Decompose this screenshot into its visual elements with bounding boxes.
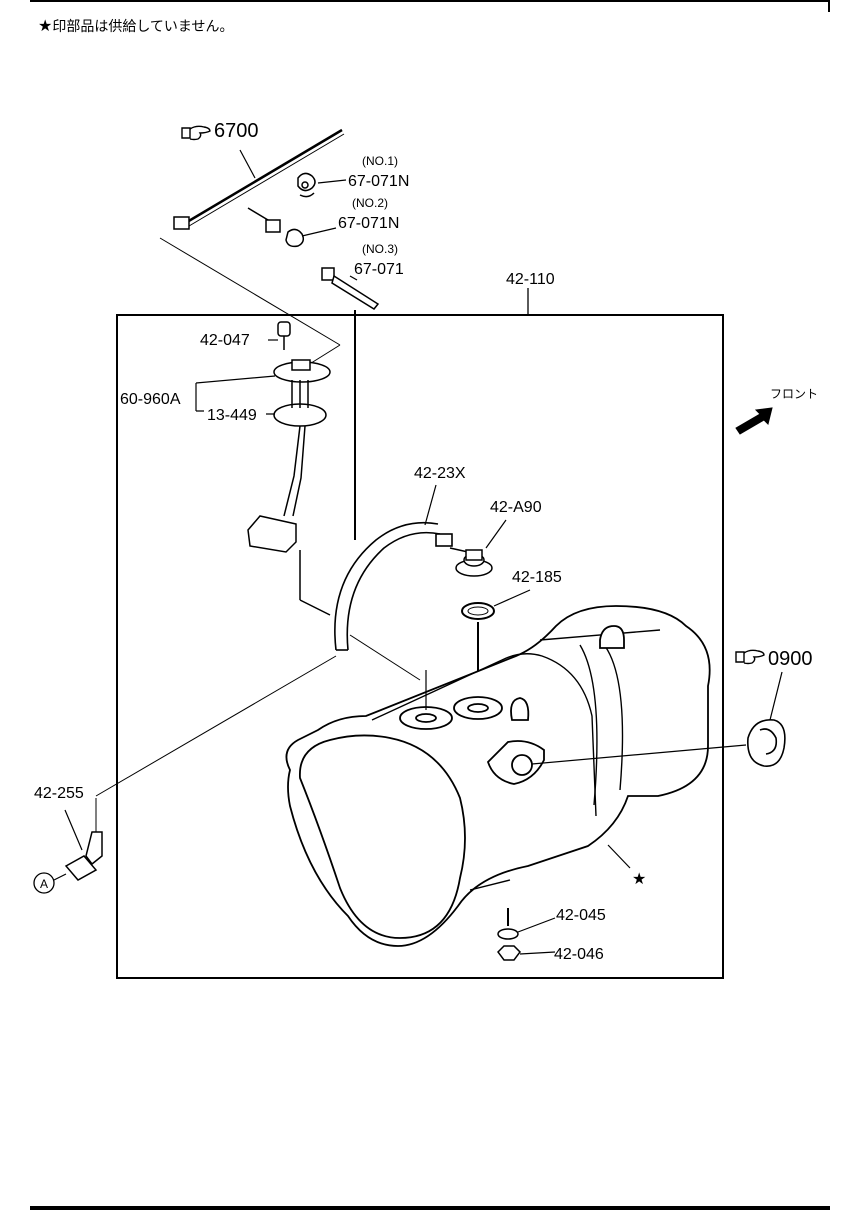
front-arrow-icon — [735, 407, 773, 435]
clip-no3-cable-tie — [321, 267, 380, 540]
vent-valve — [449, 519, 507, 577]
hand-pointer-icon — [735, 649, 765, 665]
clip-no2 — [247, 207, 337, 248]
label-42-047: 42-047 — [200, 332, 250, 349]
drain-plug — [497, 908, 556, 961]
front-label: フロント — [770, 387, 818, 401]
star-icon: ★ — [38, 16, 53, 35]
top-border-tick — [828, 0, 830, 12]
ref-6700: 6700 — [214, 120, 259, 142]
label-13-449: 13-449 — [207, 407, 257, 424]
wire-harness — [159, 128, 345, 371]
label-no3: (NO.3) — [362, 242, 398, 256]
fuel-sender-unit — [247, 321, 331, 616]
fuel-tank — [285, 605, 747, 947]
not-supplied-star-mark: ★ — [632, 871, 646, 888]
callout-a-circle — [33, 872, 55, 894]
not-supplied-note: ★印部品は供給していません。 — [38, 16, 234, 36]
callout-a-letter: A — [40, 877, 48, 891]
ref-0900: 0900 — [768, 648, 813, 670]
label-42-110: 42-110 — [506, 271, 555, 288]
label-60-960A: 60-960A — [120, 391, 181, 408]
bottom-border — [30, 1206, 830, 1210]
clip-no1 — [297, 172, 347, 198]
label-no2: (NO.2) — [352, 196, 388, 210]
top-border — [30, 0, 830, 2]
label-42-045: 42-045 — [556, 907, 606, 924]
label-42-255: 42-255 — [34, 785, 84, 802]
label-no1: (NO.1) — [362, 154, 398, 168]
label-67-071N-2: 67-071N — [338, 215, 399, 232]
label-67-071N-1: 67-071N — [348, 173, 409, 190]
leader-60-960A — [195, 375, 276, 415]
assembly-frame — [116, 314, 724, 979]
fuel-cap — [747, 671, 786, 767]
label-67-071: 67-071 — [354, 261, 404, 278]
elbow-fitting — [53, 798, 103, 881]
label-42-046: 42-046 — [554, 946, 604, 963]
note-text: 印部品は供給していません。 — [52, 19, 234, 35]
label-42-23X: 42-23X — [414, 465, 466, 482]
label-42-A90: 42-A90 — [490, 499, 542, 516]
hand-pointer-icon — [181, 125, 211, 141]
vent-hose — [95, 484, 453, 797]
label-42-185: 42-185 — [512, 569, 562, 586]
